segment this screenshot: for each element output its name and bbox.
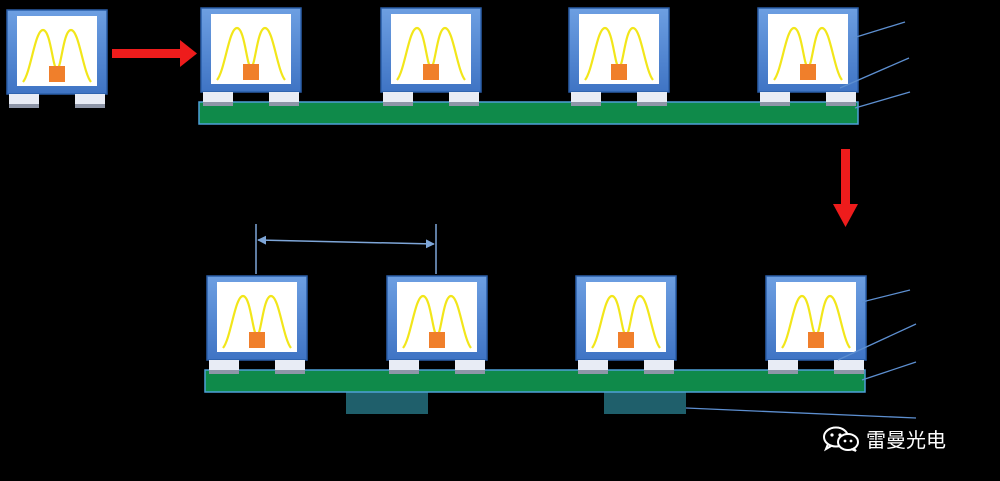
led-chip xyxy=(243,64,259,80)
leader-line-top-3 xyxy=(854,91,911,109)
solder-pad-right xyxy=(455,360,485,370)
solder-joint-left xyxy=(209,370,239,374)
solder-joint-left xyxy=(571,102,601,106)
wechat-icon xyxy=(823,426,859,452)
solder-joint-right xyxy=(637,102,667,106)
red-arrow-down-shaft xyxy=(841,149,850,205)
led-package xyxy=(575,275,677,374)
led-package xyxy=(206,275,308,374)
led-chip xyxy=(618,332,634,348)
solder-pad-right xyxy=(269,92,299,102)
watermark: 雷曼光电 xyxy=(822,424,946,453)
solder-pad-left xyxy=(383,92,413,102)
solder-pad-left xyxy=(578,360,608,370)
solder-pad-left xyxy=(9,94,39,104)
led-chip xyxy=(249,332,265,348)
solder-joint-left xyxy=(203,102,233,106)
pcb-bottom xyxy=(204,369,866,393)
watermark-text: 雷曼光电 xyxy=(866,428,946,452)
led-chip xyxy=(429,332,445,348)
pitch-dimension-line xyxy=(257,235,435,249)
solder-joint-right xyxy=(834,370,864,374)
solder-joint-left xyxy=(760,102,790,106)
heat-block-left xyxy=(346,392,428,414)
leader-line-bottom-2 xyxy=(837,323,917,361)
solder-joint-left xyxy=(578,370,608,374)
solder-joint-right xyxy=(644,370,674,374)
led-chip xyxy=(423,64,439,80)
red-arrow-right-shaft xyxy=(112,49,182,58)
led-chip xyxy=(49,66,65,82)
led-chip xyxy=(611,64,627,80)
leader-line-top-1 xyxy=(852,21,906,39)
solder-joint-right xyxy=(449,102,479,106)
solder-joint-right xyxy=(275,370,305,374)
led-package xyxy=(568,7,670,106)
solder-joint-right xyxy=(75,104,105,108)
solder-pad-left xyxy=(389,360,419,370)
solder-pad-right xyxy=(449,92,479,102)
solder-joint-left xyxy=(9,104,39,108)
solder-pad-right xyxy=(826,92,856,102)
solder-joint-left xyxy=(383,102,413,106)
solder-pad-left xyxy=(571,92,601,102)
solder-pad-right xyxy=(275,360,305,370)
led-package xyxy=(380,7,482,106)
solder-joint-right xyxy=(269,102,299,106)
solder-pad-left xyxy=(209,360,239,370)
solder-joint-left xyxy=(768,370,798,374)
solder-pad-right xyxy=(834,360,864,370)
solder-joint-left xyxy=(389,370,419,374)
solder-pad-left xyxy=(203,92,233,102)
led-package xyxy=(6,9,108,108)
solder-joint-right xyxy=(826,102,856,106)
pcb-top xyxy=(198,101,859,125)
solder-pad-right xyxy=(644,360,674,370)
leader-line-bottom-3 xyxy=(861,361,917,381)
leader-line-bottom-1 xyxy=(861,289,911,303)
solder-pad-right xyxy=(637,92,667,102)
leader-line-top-2 xyxy=(839,57,910,89)
led-package xyxy=(200,7,302,106)
solder-pad-right xyxy=(75,94,105,104)
solder-joint-right xyxy=(455,370,485,374)
led-chip xyxy=(808,332,824,348)
red-arrow-right-head xyxy=(180,40,197,67)
red-arrow-down-head xyxy=(833,204,858,227)
solder-pad-left xyxy=(760,92,790,102)
leader-line-bottom-4 xyxy=(685,407,917,419)
led-package xyxy=(765,275,867,374)
led-package xyxy=(757,7,859,106)
led-chip xyxy=(800,64,816,80)
heat-block-right xyxy=(604,392,686,414)
led-package xyxy=(386,275,488,374)
solder-pad-left xyxy=(768,360,798,370)
